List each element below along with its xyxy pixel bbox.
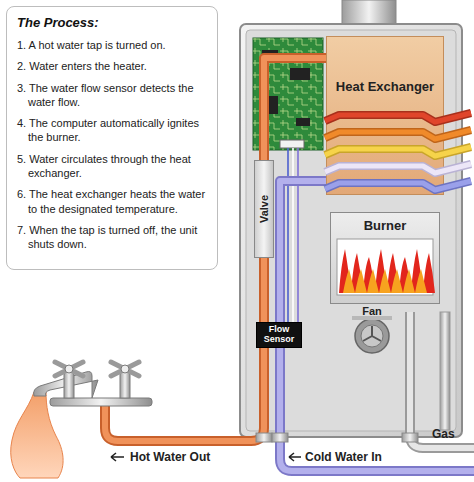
burner: Burner	[330, 212, 440, 304]
fan	[352, 316, 392, 353]
hot-water-pipe	[105, 258, 264, 441]
flame	[339, 249, 435, 293]
cold-water-pipe	[280, 346, 474, 471]
hot-water-pipe	[264, 58, 326, 160]
valve: Valve	[254, 160, 274, 258]
fan-label: Fan	[362, 305, 382, 317]
pipe-core	[280, 181, 326, 322]
flow-arrow	[111, 453, 124, 461]
flame-core	[343, 269, 427, 293]
pipe-label: Hot Water Out	[130, 450, 210, 464]
process-step: 2. Water enters the heater.	[17, 59, 207, 73]
process-list-box: The Process: 1. A hot water tap is turned…	[6, 6, 218, 270]
process-step: 6. The heat exchanger heats the water to…	[17, 187, 207, 216]
coil-tube	[325, 130, 471, 139]
coil-tube	[325, 181, 471, 190]
pipe-fitting	[402, 433, 418, 442]
coil-tube	[325, 113, 471, 122]
process-step: 7. When the tap is turned off, the unit …	[17, 223, 207, 252]
heat-exchanger-coils	[327, 37, 445, 192]
node-label: Burner	[331, 213, 439, 233]
pipe-outline	[264, 58, 326, 160]
faucet	[34, 362, 152, 406]
cold-water-pipe	[280, 181, 326, 322]
coil-tube	[325, 113, 471, 122]
sensor-wires	[288, 148, 298, 322]
process-step: 4. The computer automatically ignites th…	[17, 116, 207, 145]
coil-tube	[325, 130, 471, 139]
gas-pipe	[410, 312, 474, 448]
coil-tube	[325, 164, 471, 173]
process-step: 5. Water circulates through the heat exc…	[17, 152, 207, 181]
heat-exchanger: Heat Exchanger	[326, 36, 444, 195]
heater-housing	[240, 24, 462, 437]
coil-tube	[325, 147, 471, 156]
coil-tube	[325, 164, 471, 173]
coil-tube	[325, 181, 471, 190]
coil-tube	[325, 147, 471, 156]
node-label: Heat Exchanger	[327, 37, 443, 94]
pipe-label: Gas	[432, 427, 455, 441]
pipe-fitting	[256, 433, 272, 442]
pipe-fitting	[272, 433, 288, 442]
flow-sensor: Flow Sensor	[256, 322, 302, 348]
pipe-label: Cold Water In	[305, 450, 382, 464]
process-step: 3. The water flow sensor detects the wat…	[17, 81, 207, 110]
node-label: Flow Sensor	[259, 325, 299, 345]
flow-arrow	[289, 453, 301, 461]
process-heading: The Process:	[17, 15, 207, 30]
pipe-outline	[280, 181, 326, 322]
process-step: 1. A hot water tap is turned on.	[17, 38, 207, 52]
pipe-core	[264, 58, 326, 160]
drain-pipe	[440, 312, 450, 430]
node-label: Valve	[258, 195, 270, 223]
